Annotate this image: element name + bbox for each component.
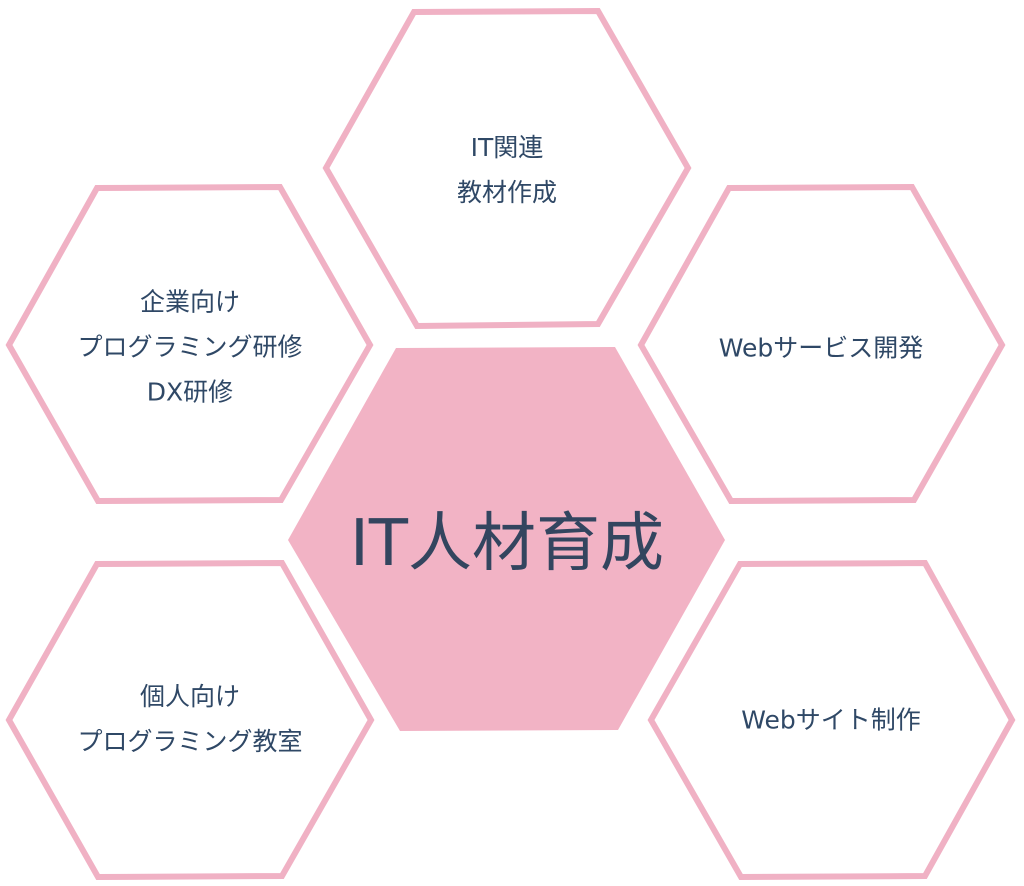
label-line: Webサイト制作 [741,705,921,735]
hexagon-website [647,559,1016,881]
hexagon-web-service [637,183,1006,505]
label-line: プログラミング教室 [77,727,303,756]
hexagon-teaching-materials [322,7,692,330]
label-line: 企業向け [139,287,241,317]
label-line: 個人向け [139,682,241,711]
label-personal-school: 個人向け プログラミング教室 [77,674,302,764]
label-web-service: Webサービス開発 [719,326,924,371]
hexagon-corporate-training [5,183,374,505]
hexagon-personal-school [5,559,375,881]
center-label: IT人材育成 [350,507,664,581]
label-line: プログラミング研修 [77,332,303,362]
label-line: DX研修 [146,377,234,407]
label-line: Webサービス開発 [718,333,924,363]
label-line: IT関連 [470,133,544,162]
label-teaching-materials: IT関連 教材作成 [457,125,557,215]
center-hexagon [288,347,725,731]
label-corporate-training: 企業向け プログラミング研修 DX研修 [77,280,302,415]
label-line: 教材作成 [456,178,558,207]
label-website: Webサイト制作 [741,698,921,743]
